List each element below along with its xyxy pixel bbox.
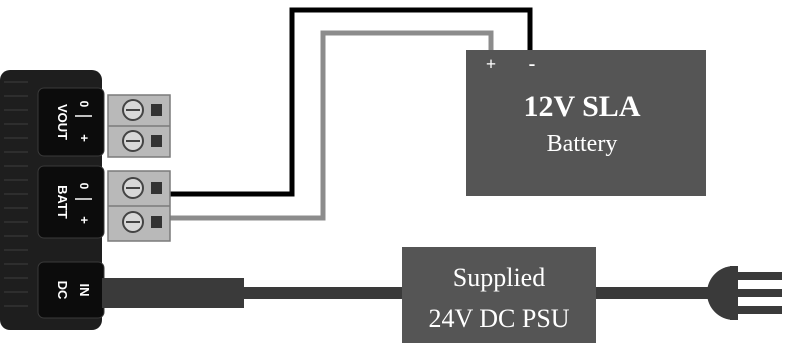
battery-title: 12V SLA: [524, 90, 641, 123]
negative-wire: [170, 7, 533, 197]
battery-positive-terminal: +: [486, 54, 496, 74]
device-body: [0, 70, 105, 330]
positive-wire: [170, 30, 494, 221]
battery-wires: [170, 7, 533, 221]
batt-terminal-block: [107, 170, 171, 242]
batt-pin-plus: +: [77, 216, 92, 224]
batt-label-group: BATT + 0: [55, 183, 92, 224]
dc-in-label-line2: IN: [77, 284, 92, 297]
vout-pin-zero: 0: [77, 101, 91, 108]
vout-terminal-block: [107, 94, 171, 158]
dc-in-label-line1: DC: [55, 281, 70, 300]
vout-label: VOUT: [55, 104, 70, 140]
mains-plug-icon: [707, 266, 782, 320]
batt-label: BATT: [55, 185, 70, 219]
dc-cable: [102, 278, 734, 308]
dc-in-label-group: DC IN: [55, 281, 92, 300]
battery-subtitle: Battery: [547, 131, 618, 157]
vout-label-group: VOUT + 0: [55, 101, 92, 142]
battery-negative-terminal: -: [529, 53, 536, 75]
psu-label-line2: 24V DC PSU: [428, 304, 569, 333]
psu-label-line1: Supplied: [453, 263, 545, 292]
vout-pin-plus: +: [77, 134, 92, 142]
batt-pin-zero: 0: [77, 183, 91, 190]
psu-box: Supplied 24V DC PSU: [402, 247, 596, 343]
battery-box: 12V SLA Battery + -: [466, 50, 706, 196]
